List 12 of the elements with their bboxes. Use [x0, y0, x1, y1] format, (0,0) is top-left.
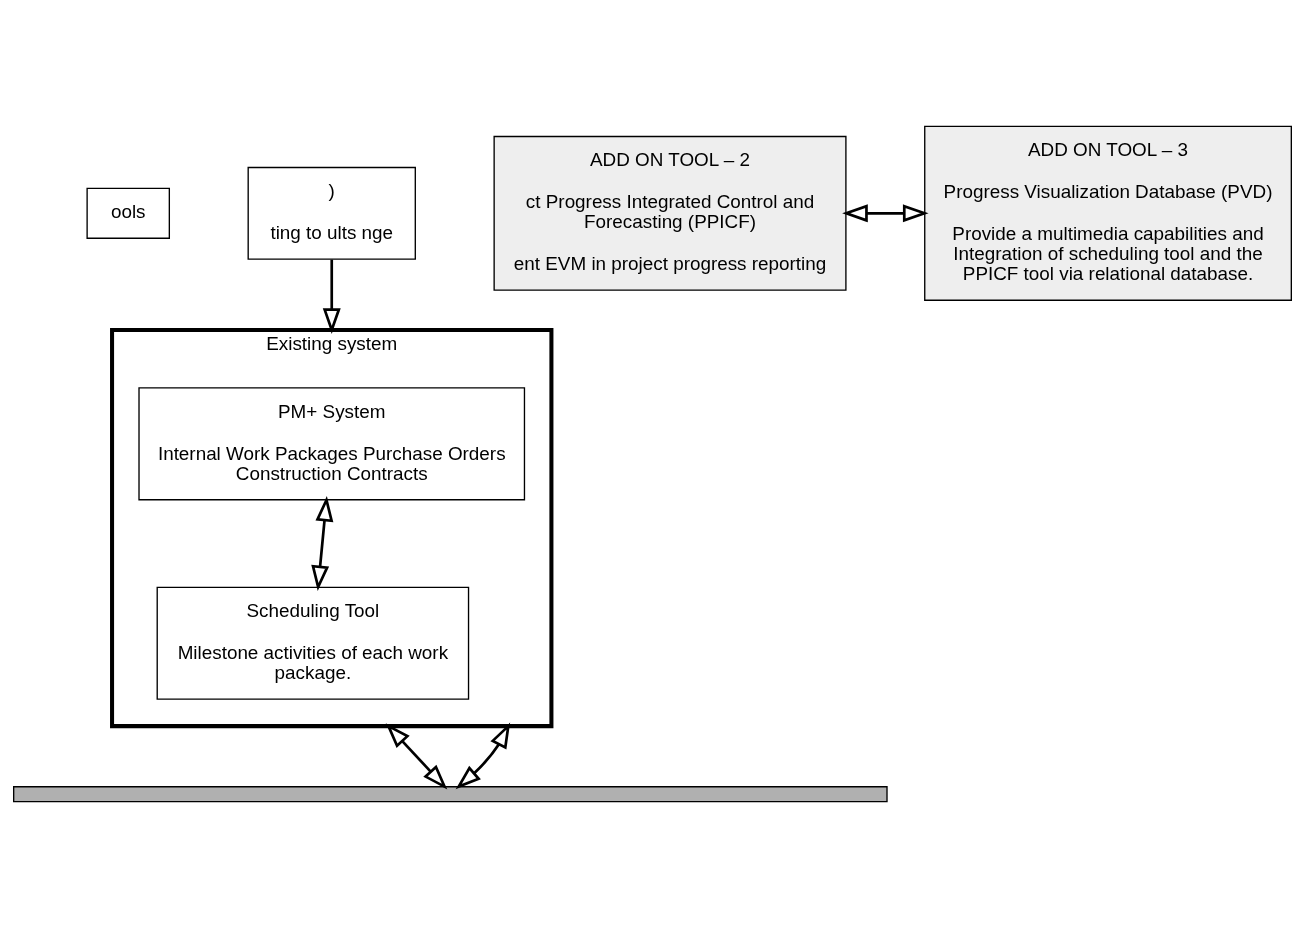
arrow	[385, 722, 448, 790]
node-box: Scheduling Tool Milestone activities of each work package.	[156, 586, 470, 700]
arrow	[311, 495, 334, 591]
node-bar	[13, 785, 888, 802]
node-box: ADD ON TOOL – 2 ct Progress Integrated Control and Forecasting (PPICF) ent EVM in project progress reporting	[493, 135, 847, 291]
node-box: ) ting to ults nge	[247, 166, 416, 260]
arrow	[322, 259, 341, 334]
node-box: ADD ON TOOL – 3 Progress Visualization Database (PVD) Provide a multimedia capabilities and Integration of scheduling tool and the PPICF tool via relational database.	[924, 125, 1292, 301]
node-box: PM+ System Internal Work Packages Purchase Orders Construction Contracts	[138, 386, 526, 500]
node-box: ools	[86, 187, 170, 239]
arrow	[842, 203, 929, 222]
arrow	[455, 722, 511, 789]
